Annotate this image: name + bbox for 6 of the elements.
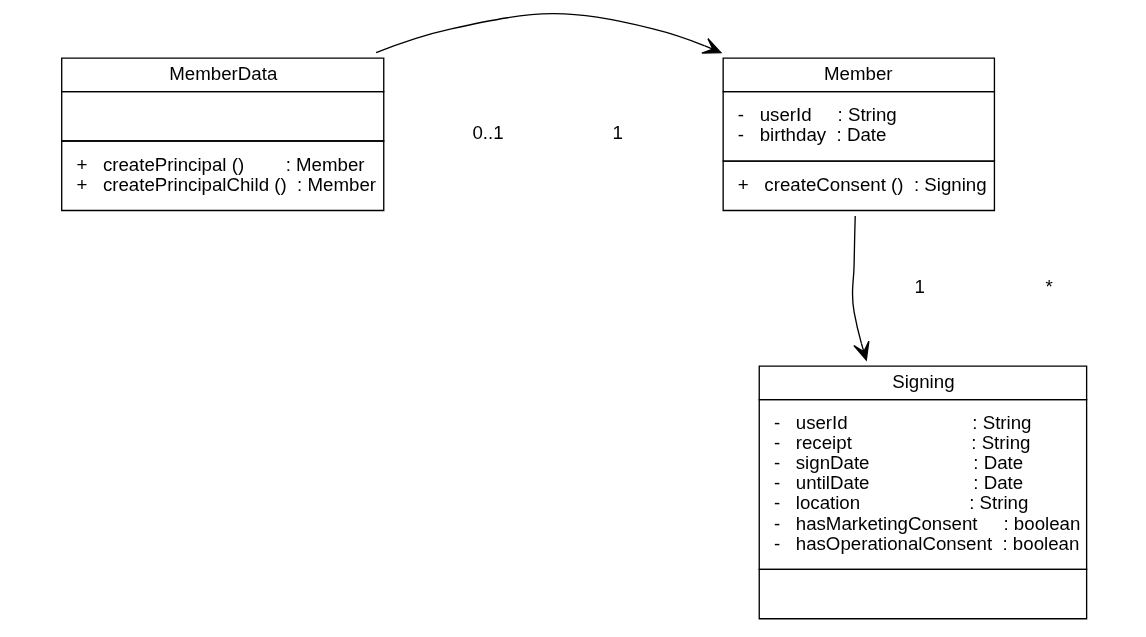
label: * [1045,275,1053,297]
label: 1 [913,275,925,297]
label: 0..1 [471,122,504,144]
label: 1 [611,122,623,144]
arrow [851,215,870,361]
arrow [374,13,722,54]
